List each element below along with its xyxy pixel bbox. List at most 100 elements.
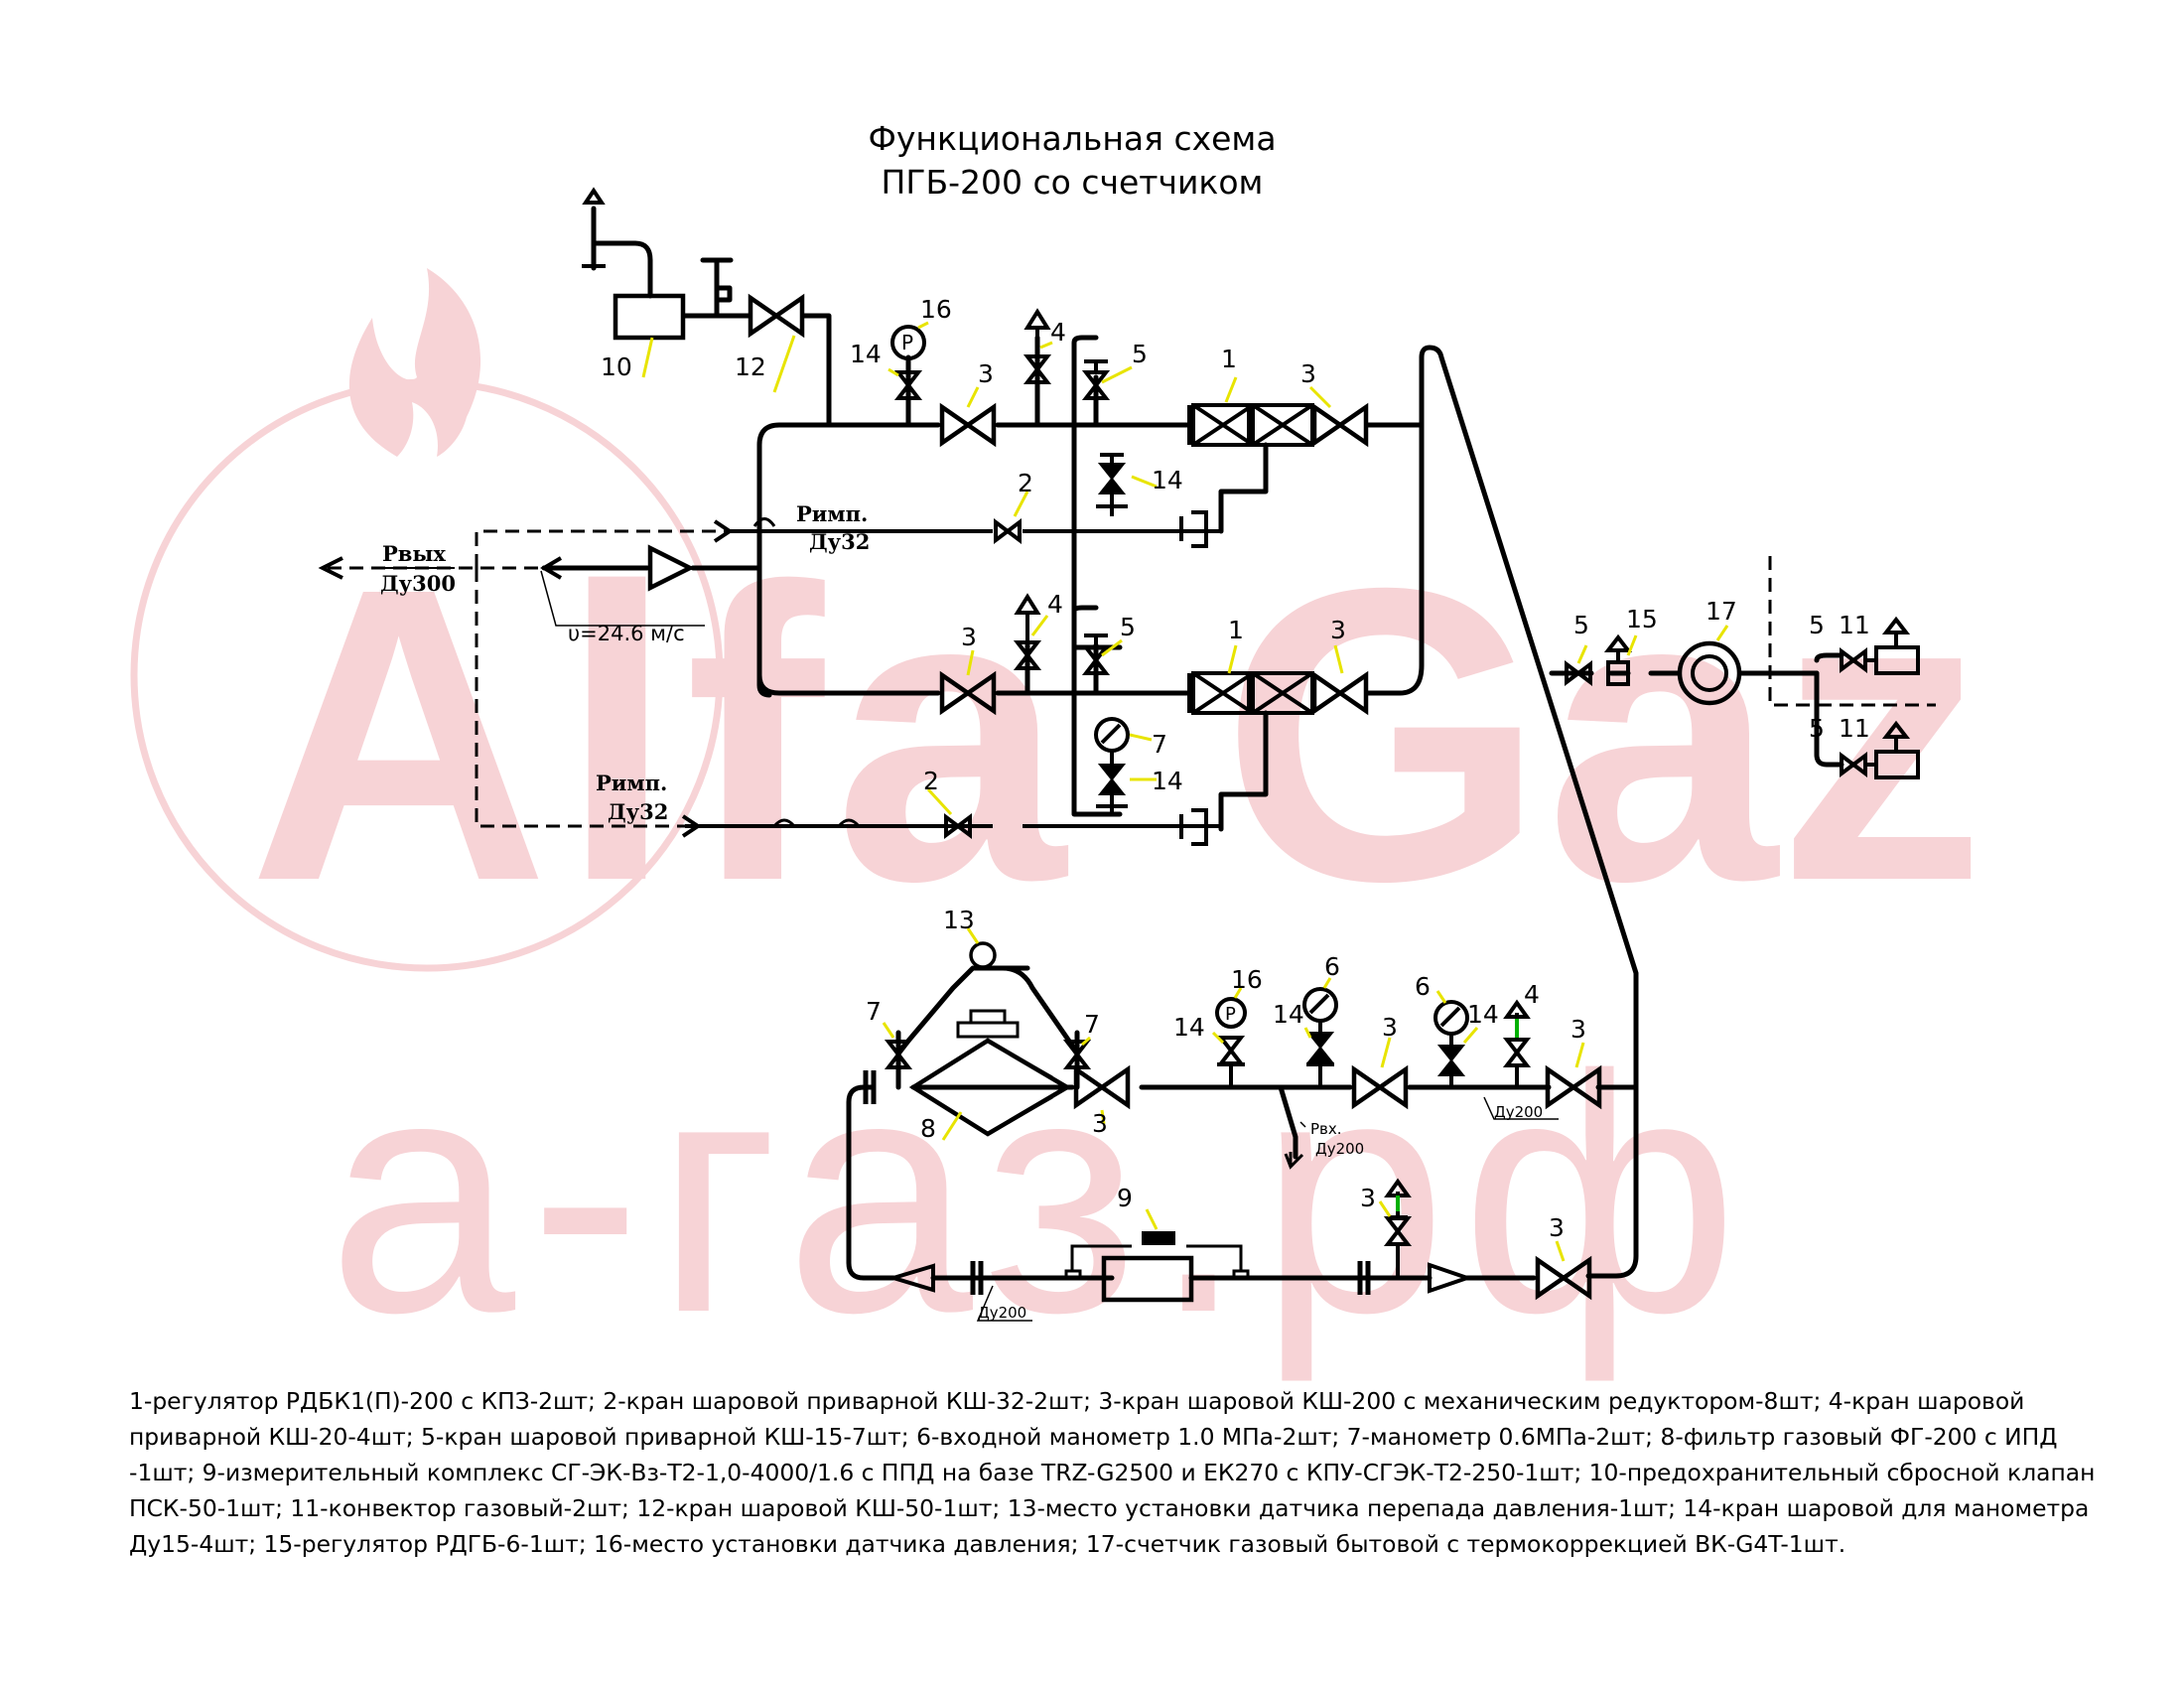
- check-valve-outlet: [647, 544, 696, 592]
- leader-5-dom: [1576, 644, 1588, 664]
- label-14-uu: 14: [1152, 466, 1183, 494]
- label-17-dom: 17: [1706, 597, 1737, 626]
- label-du32-lower: Ду32: [608, 799, 668, 824]
- ball-valve-5-convector-1: [1840, 649, 1867, 671]
- title-line-1: Функциональная схема: [868, 119, 1277, 158]
- flange-bottom-mid: [1357, 1261, 1371, 1295]
- label-5-uu: 5: [1132, 340, 1148, 368]
- valve-5-lower-cap: [1084, 633, 1108, 647]
- label-3-mc: 3: [1549, 1213, 1565, 1242]
- leader-3-fo: [1100, 1109, 1106, 1125]
- outlet-arrow: [318, 556, 343, 580]
- label-du300: Ду300: [380, 571, 456, 596]
- label-16-meter: 16: [1231, 965, 1263, 994]
- label-14-b: 14: [1467, 1000, 1499, 1029]
- title-line-2: ПГБ-200 со счетчиком: [881, 163, 1264, 202]
- label-7-left: 7: [866, 997, 882, 1026]
- lower-line-impulse-2: [1218, 710, 1269, 832]
- gauge-6-a-stem: [1306, 1021, 1334, 1087]
- label-14-sensor: 14: [1173, 1013, 1205, 1042]
- label-3-bv: 3: [1360, 1184, 1376, 1212]
- dp-sensor-13: [969, 941, 997, 969]
- check-valve-bottom-left: [887, 1263, 935, 1293]
- pressure-sensor-16-meter: P: [1215, 997, 1247, 1029]
- label-4-uu: 4: [1050, 318, 1066, 347]
- leader-3-uur: [1308, 385, 1332, 409]
- leader-8: [941, 1111, 963, 1141]
- label-5-conv-bottom: 5: [1809, 714, 1825, 743]
- leader-4-uu: [1039, 341, 1053, 350]
- house-dashed: [1768, 556, 1936, 707]
- label-10: 10: [601, 352, 632, 381]
- leader-3-bv: [1378, 1200, 1392, 1217]
- exhaust-vent-icon: [582, 187, 606, 268]
- domestic-branch-6: [1814, 670, 1844, 768]
- label-4-meter: 4: [1524, 980, 1540, 1009]
- label-3-filter-out: 3: [1092, 1109, 1108, 1138]
- upper-line-impulse-2: [1218, 442, 1269, 534]
- leader-5-ll: [1101, 638, 1123, 657]
- label-3-uul: 3: [978, 359, 994, 388]
- leader-velocity: [540, 570, 705, 627]
- leader-3-mb: [1574, 1042, 1585, 1068]
- label-9: 9: [1117, 1184, 1133, 1212]
- label-5-dom: 5: [1573, 611, 1589, 639]
- label-velocity: υ=24.6 м/с: [568, 622, 685, 645]
- label-p-out: Рвых: [382, 541, 446, 566]
- leader-14-s: [1211, 1031, 1225, 1045]
- vent-4-upper-icon: [1025, 310, 1049, 357]
- regulator-1-upper-a: [1185, 403, 1255, 447]
- leader-14-b: [1462, 1027, 1479, 1044]
- leader-du200-meter: [1483, 1096, 1559, 1120]
- leader-6-b: [1435, 990, 1447, 1004]
- ball-valve-12: [751, 298, 802, 334]
- regulator-15: [1603, 633, 1633, 686]
- gauge-valve-14-lower-stem: [1096, 751, 1128, 816]
- inlet-arrow: [1284, 1152, 1304, 1170]
- leader-3-ma: [1380, 1037, 1392, 1068]
- label-8: 8: [920, 1114, 936, 1143]
- label-3-llr: 3: [1330, 616, 1346, 644]
- convector-11-top: [1864, 616, 1920, 675]
- impulse-arrow-lower: [681, 814, 702, 838]
- leader-12: [772, 335, 796, 393]
- leader-16-s: [1233, 987, 1243, 999]
- ball-valve-5-convector-2: [1840, 754, 1867, 775]
- page-title: Функциональная схема ПГБ-200 со счетчико…: [0, 117, 2184, 205]
- label-du200-inlet: Ду200: [1315, 1140, 1364, 1158]
- gauge-letter: P: [901, 331, 913, 354]
- leader-10: [641, 337, 654, 378]
- label-4-ll: 4: [1047, 590, 1063, 619]
- ball-valve-3-upper-left: [942, 407, 994, 443]
- regulator-1-lower-a: [1185, 671, 1255, 715]
- leader-3-mc: [1555, 1240, 1566, 1262]
- valve-5-upper-cap: [1084, 359, 1108, 372]
- leader-2-l: [926, 787, 953, 816]
- cap-lower: [1179, 808, 1208, 846]
- vent-valve-4-meter: [1505, 1038, 1529, 1067]
- label-6-a: 6: [1324, 952, 1340, 981]
- leader-7-r: [1081, 1036, 1091, 1047]
- loop-pipe: [1419, 345, 1639, 1279]
- leader-14-upper: [887, 367, 899, 377]
- label-p-imp-upper: Римп.: [796, 501, 868, 526]
- gauge-letter-2: P: [1225, 1004, 1236, 1025]
- label-p-in: Рвх.: [1310, 1120, 1342, 1138]
- gauge-7-lower-icon: [1094, 717, 1130, 753]
- leader-15-dom: [1626, 634, 1638, 656]
- label-5-conv-top: 5: [1809, 611, 1825, 639]
- ball-valve-3-lower-left: [942, 675, 994, 711]
- lower-line-main: [756, 657, 941, 696]
- leader-17-dom: [1715, 625, 1729, 641]
- label-3-mb: 3: [1570, 1015, 1586, 1044]
- leader-1-ll: [1227, 644, 1238, 674]
- gauge-6-b-icon: [1433, 1000, 1469, 1036]
- label-du200-bottom: Ду200: [978, 1304, 1026, 1322]
- leader-5-uu: [1101, 365, 1133, 384]
- ball-valve-3-filter-out: [1076, 1069, 1128, 1105]
- leader-13: [966, 927, 980, 944]
- label-11-conv-bottom: 11: [1839, 714, 1870, 743]
- leader-7-l: [882, 1022, 895, 1039]
- label-3-ma: 3: [1382, 1013, 1398, 1042]
- ball-valve-3-meter-b: [1548, 1069, 1599, 1105]
